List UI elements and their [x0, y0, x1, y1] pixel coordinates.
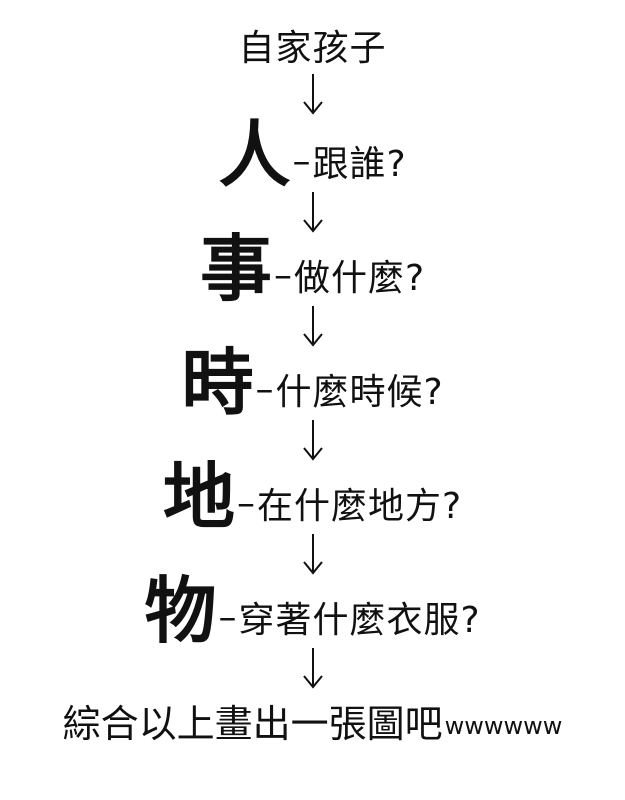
step-dash: – — [255, 368, 274, 410]
step-person: 人 – 跟誰? — [0, 116, 625, 194]
step-question: 跟誰? — [312, 144, 407, 185]
step-char: 事 — [199, 227, 272, 311]
step-char: 物 — [144, 569, 217, 653]
down-arrow-icon — [0, 72, 625, 116]
step-place: 地 – 在什麼地方? — [0, 458, 625, 536]
conclusion-line: 綜合以上畫出一張圖吧 wwwwww — [0, 690, 625, 750]
step-char: 人 — [218, 113, 291, 197]
conclusion-text: 綜合以上畫出一張圖吧 — [62, 701, 443, 746]
down-arrow-icon — [0, 532, 625, 576]
step-time: 時 – 什麼時候? — [0, 344, 625, 422]
step-char: 時 — [181, 341, 254, 425]
down-arrow-icon — [0, 418, 625, 462]
step-dash: – — [292, 140, 311, 182]
step-question: 什麼時候? — [275, 372, 444, 413]
step-object: 物 – 穿著什麼衣服? — [0, 572, 625, 650]
conclusion-suffix: wwwwww — [444, 712, 563, 740]
step-dash: – — [236, 482, 255, 524]
step-question: 做什麼? — [293, 258, 426, 299]
down-arrow-icon — [0, 304, 625, 348]
step-question: 穿著什麼衣服? — [238, 600, 481, 641]
down-arrow-icon — [0, 190, 625, 234]
step-dash: – — [218, 596, 237, 638]
step-question: 在什麼地方? — [256, 486, 463, 527]
step-event: 事 – 做什麼? — [0, 230, 625, 308]
down-arrow-icon — [0, 646, 625, 690]
step-dash: – — [273, 254, 292, 296]
step-char: 地 — [162, 455, 235, 539]
diagram-title: 自家孩子 — [238, 28, 387, 69]
